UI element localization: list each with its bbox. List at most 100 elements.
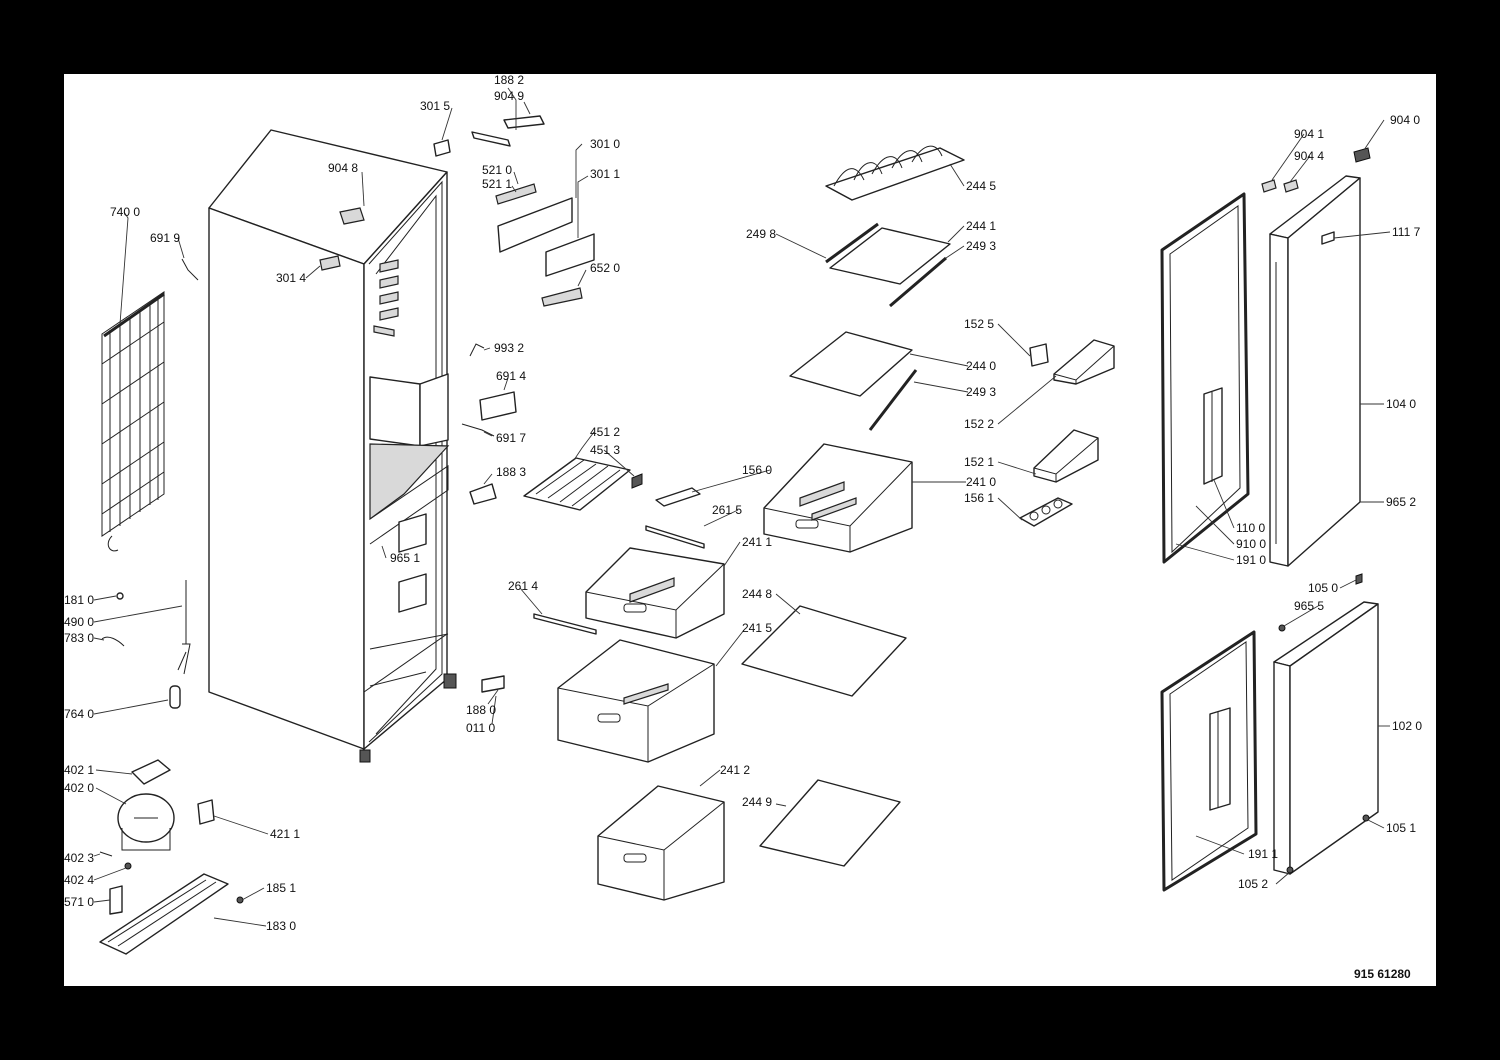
- label-4513: 451 3: [590, 443, 620, 457]
- door-handle-1100: [1203, 387, 1223, 485]
- label-2440: 244 0: [966, 359, 996, 373]
- label-2449: 244 9: [742, 795, 772, 809]
- label-9655: 965 5: [1294, 599, 1324, 613]
- capacitor-7640-shape: [169, 685, 181, 709]
- label-2410: 241 0: [966, 475, 996, 489]
- label-0110: 011 0: [466, 721, 495, 735]
- freezer-handle: [1209, 707, 1231, 811]
- plug-1810-shape: [116, 592, 124, 600]
- rail-2614-shape: [533, 613, 597, 635]
- label-6917: 691 7: [496, 431, 526, 445]
- label-9044: 904 4: [1294, 149, 1324, 163]
- crisper-cover-4512-grid: [535, 459, 621, 507]
- label-4900: 490 0: [64, 615, 94, 629]
- part-9932-shape: [469, 343, 485, 357]
- cover-9044-shape: [1283, 179, 1299, 193]
- cover-3014-shape: [319, 255, 341, 271]
- label-1522: 152 2: [964, 417, 994, 431]
- part-4023-shape: [99, 851, 113, 857]
- shelf-2440-shape: [789, 331, 913, 397]
- label-9048: 904 8: [328, 161, 358, 175]
- label-1521: 152 1: [964, 455, 994, 469]
- trim-2493a-shape: [889, 256, 947, 308]
- label-5710: 571 0: [64, 895, 94, 909]
- label-1882: 188 2: [494, 74, 524, 87]
- label-2445: 244 5: [966, 179, 996, 193]
- label-1883: 188 3: [496, 465, 526, 479]
- label-1810: 181 0: [64, 593, 94, 607]
- label-4023: 402 3: [64, 851, 94, 865]
- label-1051: 105 1: [1386, 821, 1416, 835]
- part-labels: 188 2 904 9 301 5 301 0 301 1 521 0 521 …: [64, 74, 1422, 981]
- label-1050: 105 0: [1308, 581, 1338, 595]
- freezer-drawer-2415: [557, 639, 715, 763]
- cover-9040-shape: [1353, 147, 1371, 163]
- label-9932: 993 2: [494, 341, 524, 355]
- part-7830-shape: [101, 636, 125, 647]
- part-5210-shape: [495, 183, 537, 205]
- part-1525-shape: [1029, 343, 1049, 367]
- label-9040: 904 0: [1390, 113, 1420, 127]
- label-3014: 301 4: [276, 271, 306, 285]
- label-1560: 156 0: [742, 463, 772, 477]
- label-1525: 152 5: [964, 317, 994, 331]
- label-3011-shape: [545, 233, 595, 277]
- label-1561: 156 1: [964, 491, 994, 505]
- label-1117: 111 7: [1392, 225, 1421, 239]
- label-5210: 521 0: [482, 163, 512, 177]
- cover-9041-shape: [1261, 179, 1277, 193]
- part-6917-shape: [461, 423, 495, 437]
- part-6914-shape: [479, 391, 517, 421]
- door-gasket-1911: [1160, 630, 1258, 892]
- label-9100: 910 0: [1236, 537, 1266, 551]
- label-2493b: 249 3: [966, 385, 996, 399]
- part-5710-shape: [109, 885, 123, 915]
- door-bin-1522: [1053, 339, 1115, 385]
- label-1910: 191 0: [1236, 553, 1266, 567]
- control-panel-3010-shape: [497, 197, 573, 253]
- label-6914: 691 4: [496, 369, 526, 383]
- label-9651: 965 1: [390, 551, 420, 565]
- label-1851: 185 1: [266, 881, 296, 895]
- label-4024: 402 4: [64, 873, 94, 887]
- label-2615: 261 5: [712, 503, 742, 517]
- label-1020: 102 0: [1392, 719, 1422, 733]
- part-3015-shape: [433, 139, 451, 157]
- wine-rack-2445: [825, 145, 965, 201]
- compressor-base-1830: [99, 873, 229, 955]
- label-1830: 183 0: [266, 919, 296, 933]
- glass-shelf-2449-shape: [759, 779, 901, 867]
- label-9041: 904 1: [1294, 127, 1324, 141]
- label-7400: 740 0: [110, 205, 140, 219]
- label-7830: 783 0: [64, 631, 94, 645]
- label-4020: 402 0: [64, 781, 94, 795]
- label-1040: 104 0: [1386, 397, 1416, 411]
- label-4211: 421 1: [270, 827, 300, 841]
- freezer-drawer-2411: [585, 547, 725, 639]
- label-1100: 110 0: [1236, 521, 1265, 535]
- label-2448: 244 8: [742, 587, 772, 601]
- crisper-cover-4512-shape: [523, 457, 631, 511]
- label-2415: 241 5: [742, 621, 772, 635]
- bracket-4021-shape: [131, 759, 171, 785]
- label-7640: 764 0: [64, 707, 94, 721]
- refrigerator-cabinet: [208, 129, 457, 763]
- label-2614: 261 4: [508, 579, 538, 593]
- label-6919: 691 9: [150, 231, 180, 245]
- clip-6919-shape: [181, 258, 199, 281]
- trim-2493b-shape: [868, 369, 918, 431]
- part-1882-shape: [471, 131, 511, 147]
- label-9652: 965 2: [1386, 495, 1416, 509]
- label-1052: 105 2: [1238, 877, 1268, 891]
- label-3010: 301 0: [590, 137, 620, 151]
- shelf-2441-shape: [829, 227, 951, 285]
- label-2498: 249 8: [746, 227, 776, 241]
- fridge-door-1040: [1269, 175, 1361, 567]
- cable-4900-shape: [177, 580, 191, 675]
- label-1911: 191 1: [1248, 847, 1278, 861]
- label-4512: 451 2: [590, 425, 620, 439]
- label-2411: 241 1: [742, 535, 772, 549]
- label-2441: 244 1: [966, 219, 996, 233]
- label-2412: 241 2: [720, 763, 750, 777]
- relay-4211-shape: [197, 799, 215, 825]
